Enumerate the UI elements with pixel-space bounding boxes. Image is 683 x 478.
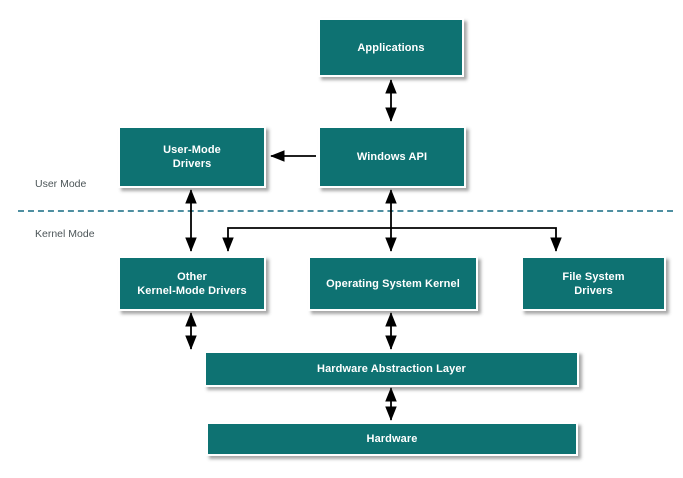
zone-label-kernel-mode: Kernel Mode (35, 228, 95, 240)
node-operating-system-kernel[interactable]: Operating System Kernel (308, 256, 478, 311)
zone-label-kernel-mode-text: Kernel Mode (35, 228, 95, 240)
node-hardware-label: Hardware (366, 433, 418, 445)
node-windows-api-label: Windows API (356, 151, 428, 163)
node-hardware[interactable]: Hardware (206, 422, 578, 456)
zone-label-user-mode: User Mode (35, 178, 86, 190)
node-other-kernel-mode-drivers[interactable]: Other Kernel-Mode Drivers (118, 256, 266, 311)
mode-divider (18, 210, 673, 212)
node-file-system-drivers-label: File System Drivers (562, 270, 625, 297)
node-other-kernel-mode-drivers-label: Other Kernel-Mode Drivers (137, 270, 247, 297)
node-hardware-abstraction-layer-label: Hardware Abstraction Layer (317, 363, 466, 375)
connector-bus-kernel-right (391, 227, 562, 252)
node-file-system-drivers[interactable]: File System Drivers (521, 256, 666, 311)
connector-bus-kernel-left (222, 227, 391, 252)
zone-label-user-mode-text: User Mode (35, 178, 87, 190)
node-user-mode-drivers-label: User-Mode Drivers (163, 144, 221, 170)
node-user-mode-drivers[interactable]: User-Mode Drivers (118, 126, 266, 188)
node-operating-system-kernel-label: Operating System Kernel (326, 277, 460, 290)
node-windows-api[interactable]: Windows API (318, 126, 466, 188)
node-hardware-abstraction-layer[interactable]: Hardware Abstraction Layer (204, 351, 579, 387)
node-applications-label: Applications (357, 41, 425, 54)
node-applications[interactable]: Applications (318, 18, 464, 77)
